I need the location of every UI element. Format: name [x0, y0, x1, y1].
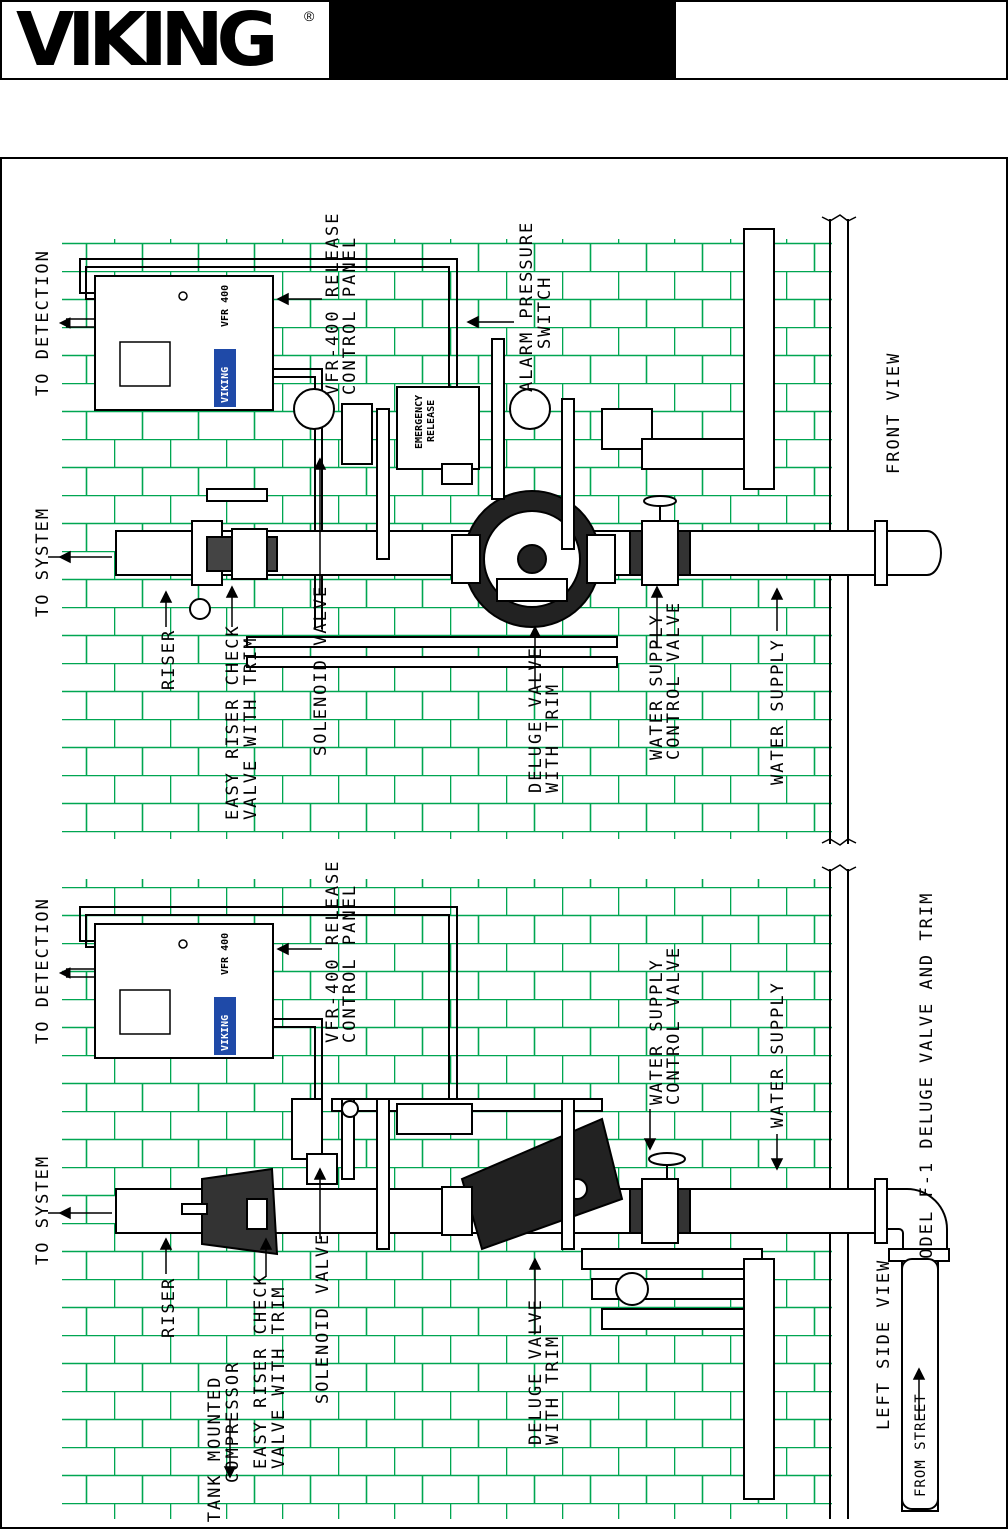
side-from-street-box: FROM STREET [901, 1258, 939, 1510]
side-wscv-label-line1: WATER SUPPLY [647, 958, 667, 1105]
side-solenoid-trim [291, 1098, 359, 1185]
side-panel-model: VFR 400 [220, 933, 231, 975]
figure-frame: VIKING VFR 400 [0, 157, 1008, 1532]
front-alarm-switch-label-line2: SWITCH [535, 276, 555, 349]
front-trim-piping [246, 228, 775, 668]
header: VIKING ® [0, 0, 1008, 84]
side-easy-riser-valve [181, 1167, 279, 1256]
front-panel-brand: VIKING [220, 367, 231, 403]
front-view: VIKING VFR 400 [33, 211, 942, 846]
side-panel-brand: VIKING [220, 1015, 231, 1051]
side-release-panel: VIKING VFR 400 [94, 923, 274, 1059]
side-tank-compressor-line2: COMPRESSOR [223, 1361, 243, 1483]
front-riser-label: RISER [159, 629, 179, 690]
side-from-street-label: FROM STREET [913, 1393, 929, 1497]
side-view-title: LEFT SIDE VIEW [874, 1259, 894, 1430]
brand-logo: VIKING ® [0, 0, 331, 80]
side-water-supply-valve [629, 1152, 691, 1244]
side-vfr-label-line2: CONTROL PANEL [340, 884, 360, 1043]
front-to-system-label: TO SYSTEM [33, 507, 53, 617]
front-alarm-switch-label-line1: ALARM PRESSURE [517, 221, 537, 392]
front-panel-model: VFR 400 [220, 285, 231, 327]
side-deluge-label-line1: DELUGE VALVE [526, 1298, 546, 1445]
front-emergency-release-line2: RELEASE [426, 400, 437, 442]
front-to-detection-label: TO DETECTION [33, 249, 53, 396]
front-water-supply-label: WATER SUPPLY [768, 638, 788, 785]
front-emergency-release-line1: EMERGENCY [414, 395, 425, 449]
side-to-detection-label: TO DETECTION [33, 897, 53, 1044]
side-view: VIKING VFR 400 [33, 859, 950, 1532]
side-wscv-label-line2: CONTROL VALVE [664, 946, 684, 1105]
front-easy-riser-valve [189, 488, 278, 620]
front-deluge-label-line1: DELUGE VALVE [526, 646, 546, 793]
front-view-title: FRONT VIEW [884, 352, 904, 474]
header-right-box [676, 0, 1008, 80]
installation-diagram: VIKING VFR 400 [33, 211, 950, 1532]
side-tank-compressor-line1: TO TANK MOUNTED [205, 1375, 225, 1527]
front-water-supply-valve [629, 495, 691, 586]
side-bypass-piping [581, 1248, 775, 1500]
front-easy-riser-label-line2: VALVE WITH TRIM [241, 636, 261, 820]
front-solenoid-valve-label: SOLENOID VALVE [311, 585, 331, 756]
side-to-system-label: TO SYSTEM [33, 1155, 53, 1265]
front-wscv-label-line1: WATER SUPPLY [647, 613, 667, 760]
side-solenoid-valve-label: SOLENOID VALVE [313, 1233, 333, 1404]
front-vfr-label-line1: VFR-400 RELEASE [323, 211, 343, 395]
side-easy-riser-label-line1: EASY RISER CHECK [251, 1273, 271, 1469]
side-riser-label: RISER [159, 1277, 179, 1338]
side-deluge-valve [331, 1098, 624, 1251]
brand-wordmark: VIKING [16, 0, 279, 83]
side-vfr-label-line1: VFR-400 RELEASE [323, 859, 343, 1043]
side-deluge-label-line2: WITH TRIM [543, 1335, 563, 1445]
side-easy-riser-label-line2: VALVE WITH TRIM [269, 1285, 289, 1469]
header-band [331, 0, 676, 80]
front-release-panel: VIKING VFR 400 [94, 275, 274, 411]
front-easy-riser-label-line1: EASY RISER CHECK [223, 624, 243, 820]
registered-mark: ® [304, 8, 315, 24]
front-deluge-label-line2: WITH TRIM [543, 683, 563, 793]
side-water-supply-label: WATER SUPPLY [768, 981, 788, 1128]
front-vfr-label-line2: CONTROL PANEL [340, 236, 360, 395]
front-wscv-label-line2: CONTROL VALVE [664, 601, 684, 760]
